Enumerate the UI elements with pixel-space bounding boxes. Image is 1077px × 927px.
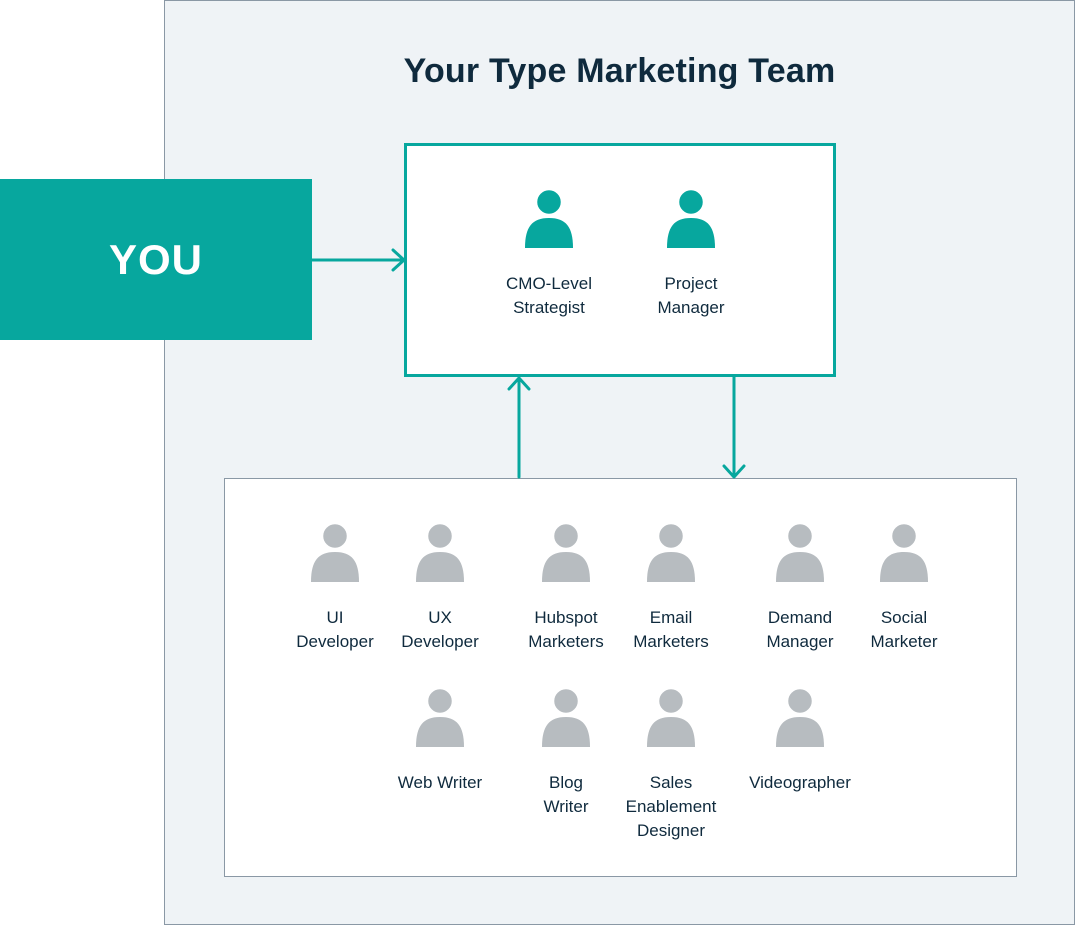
- person-icon: [311, 522, 359, 582]
- person-ui-developer: UI Developer: [275, 522, 395, 654]
- person-email-marketers: Email Marketers: [611, 522, 731, 654]
- person-social-marketer: Social Marketer: [844, 522, 964, 654]
- person-label: Demand Manager: [766, 608, 834, 651]
- person-sales-enablement-designer: Sales Enablement Designer: [611, 687, 731, 843]
- person-label: Hubspot Marketers: [528, 608, 604, 651]
- person-hubspot-marketers: Hubspot Marketers: [506, 522, 626, 654]
- you-label: YOU: [108, 235, 203, 283]
- person-icon: [416, 687, 464, 747]
- person-demand-manager: Demand Manager: [740, 522, 860, 654]
- you-box: YOU: [0, 179, 312, 340]
- person-cmo-level-strategist: CMO-Level Strategist: [489, 188, 609, 320]
- person-label: Email Marketers: [633, 608, 709, 651]
- person-icon: [667, 188, 715, 248]
- team-members-box: [224, 478, 1017, 877]
- person-videographer: Videographer: [740, 687, 860, 795]
- person-web-writer: Web Writer: [380, 687, 500, 795]
- person-label: Social Marketer: [870, 608, 938, 651]
- person-icon: [647, 522, 695, 582]
- person-icon: [647, 687, 695, 747]
- person-icon: [776, 522, 824, 582]
- person-icon: [416, 522, 464, 582]
- person-icon: [542, 687, 590, 747]
- person-ux-developer: UX Developer: [380, 522, 500, 654]
- person-project-manager: Project Manager: [631, 188, 751, 320]
- person-blog-writer: Blog Writer: [506, 687, 626, 819]
- diagram-title: Your Type Marketing Team: [403, 52, 836, 90]
- person-icon: [880, 522, 928, 582]
- person-label: UX Developer: [401, 608, 479, 651]
- person-label: CMO-Level Strategist: [506, 274, 592, 317]
- person-icon: [776, 687, 824, 747]
- person-label: Web Writer: [397, 773, 483, 792]
- person-icon: [542, 522, 590, 582]
- person-icon: [525, 188, 573, 248]
- person-label: UI Developer: [296, 608, 374, 651]
- person-label: Videographer: [749, 773, 851, 792]
- person-label: Blog Writer: [543, 773, 589, 816]
- leadership-box: [404, 143, 836, 377]
- person-label: Project Manager: [657, 274, 725, 317]
- person-label: Sales Enablement Designer: [625, 773, 717, 840]
